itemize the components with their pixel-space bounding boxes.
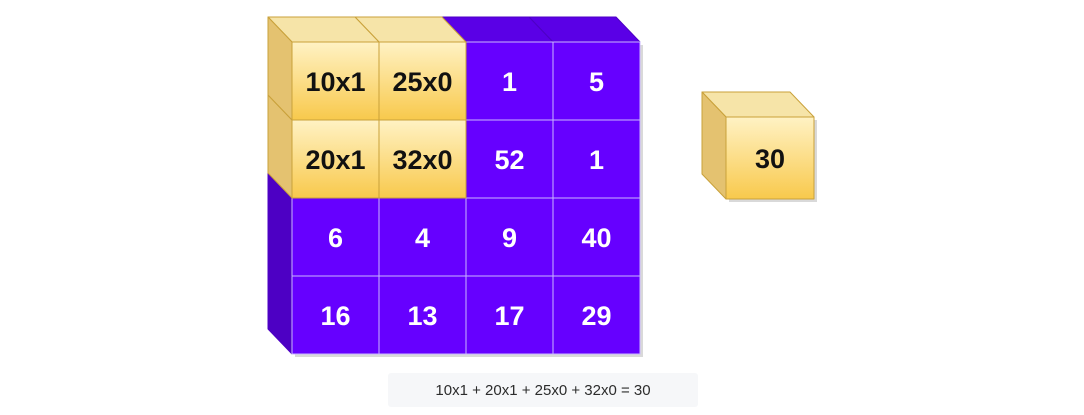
cube-label: 32x0 bbox=[392, 145, 452, 175]
cube-label: 9 bbox=[502, 223, 517, 253]
cube-label: 20x1 bbox=[305, 145, 365, 175]
grid-cell: 9 bbox=[465, 197, 554, 277]
cube-label: 1 bbox=[589, 145, 604, 175]
cube-label: 5 bbox=[589, 67, 604, 97]
grid-cell: 5 bbox=[528, 16, 641, 121]
grid-cell: 29 bbox=[552, 275, 641, 355]
cube-label: 4 bbox=[415, 223, 430, 253]
grid-cell: 13 bbox=[378, 275, 467, 355]
grid-cell: 32x0 bbox=[378, 119, 467, 199]
cube-label: 6 bbox=[328, 223, 343, 253]
cube-label: 10x1 bbox=[305, 67, 365, 97]
formula-caption: 10x1 + 20x1 + 25x0 + 32x0 = 30 bbox=[388, 373, 698, 407]
grid-cell: 6 bbox=[267, 172, 380, 277]
grid-cell: 16 bbox=[267, 250, 380, 355]
grid-cell: 25x0 bbox=[354, 16, 467, 121]
output-cube: 30 bbox=[701, 91, 817, 202]
grid-cell: 10x1 bbox=[267, 16, 380, 121]
grid-cell: 4 bbox=[378, 197, 467, 277]
grid-cell: 52 bbox=[465, 119, 554, 199]
cube-front-face bbox=[291, 41, 380, 121]
cube-label: 1 bbox=[502, 67, 517, 97]
cube-label: 29 bbox=[581, 301, 611, 331]
cube-label: 16 bbox=[320, 301, 350, 331]
input-grid: 29 17 13 16 40 9 4 6 1 52 32x0 20x1 5 1 25x0 10x1 bbox=[267, 16, 643, 357]
cube-label: 17 bbox=[494, 301, 524, 331]
cube-label: 52 bbox=[494, 145, 524, 175]
grid-cell: 17 bbox=[465, 275, 554, 355]
cube-label: 30 bbox=[755, 144, 785, 174]
cube-front-face bbox=[725, 116, 815, 200]
output-cube-face: 30 bbox=[701, 91, 815, 200]
cube-label: 13 bbox=[407, 301, 437, 331]
grid-cell: 1 bbox=[552, 119, 641, 199]
grid-cell: 40 bbox=[552, 197, 641, 277]
cube-label: 40 bbox=[581, 223, 611, 253]
cube-label: 25x0 bbox=[392, 67, 452, 97]
